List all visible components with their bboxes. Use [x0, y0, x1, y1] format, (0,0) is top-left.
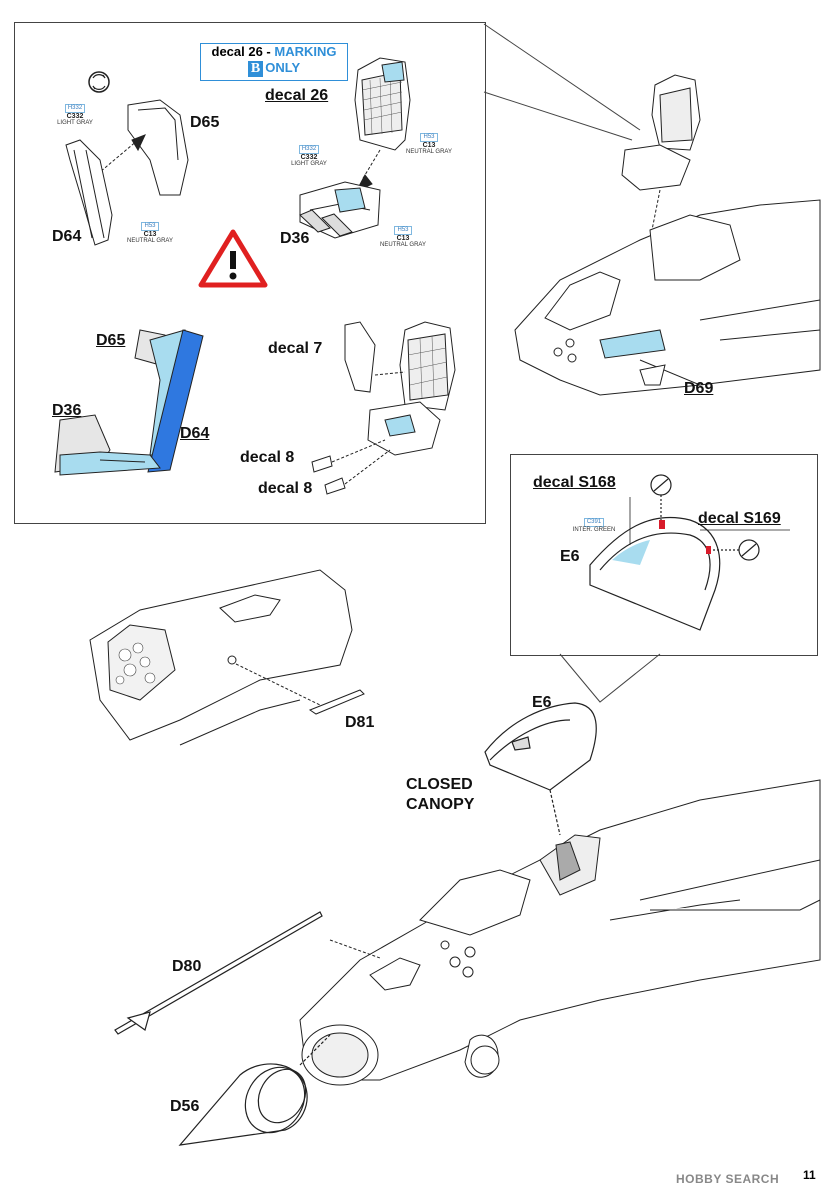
- paint-callout: C391 INTER. GREEN: [572, 518, 616, 533]
- rotate-icon: [88, 71, 110, 93]
- label-decal-7: decal 7: [268, 340, 323, 357]
- label-decal-8b: decal 8: [258, 480, 313, 497]
- label-d64-top: D64: [52, 228, 82, 245]
- label-d36-top: D36: [280, 230, 310, 247]
- seat-cross-section: [54, 329, 204, 476]
- notice-marking-text: MARKING: [274, 44, 337, 59]
- label-decal-26: decal 26: [265, 87, 329, 104]
- label-d56: D56: [170, 1098, 200, 1115]
- label-d81: D81: [345, 714, 375, 731]
- warning-icon: [198, 229, 268, 288]
- notice-only-text: ONLY: [265, 60, 301, 75]
- label-d80: D80: [172, 958, 202, 975]
- paint-callout: H332 C332 LIGHT GRAY: [57, 104, 93, 126]
- pitot-probe-part: [114, 911, 323, 1035]
- label-e6-main: E6: [532, 694, 552, 711]
- nose-cone-part: [178, 1034, 331, 1146]
- seat-assembly-decals: [311, 321, 456, 495]
- fuselage-nose-section: [89, 569, 365, 746]
- label-e6-inset: E6: [560, 548, 580, 565]
- page-number: 11: [803, 1168, 816, 1182]
- paint-callout: H53 C13 NEUTRAL GRAY: [379, 226, 426, 248]
- canopy-part-main: [484, 702, 597, 836]
- cockpit-section-top: [514, 74, 821, 396]
- label-decal-s169: decal S169: [698, 510, 781, 527]
- paint-callout: H332 C332 LIGHT GRAY: [291, 145, 327, 167]
- label-d36-diagram: D36: [52, 402, 82, 419]
- seat-backrest-part: [99, 99, 189, 196]
- paint-callout: H53 C13 NEUTRAL GRAY: [126, 222, 173, 244]
- label-decal-s168: decal S168: [533, 474, 616, 491]
- seat-with-cushion: [299, 57, 411, 239]
- notice-decal-text: decal 26 -: [211, 44, 275, 59]
- label-d64-diagram: D64: [180, 425, 210, 442]
- sanding-icon: [738, 539, 760, 561]
- label-d65-top: D65: [190, 114, 220, 131]
- label-d69: D69: [684, 380, 714, 397]
- canopy-part-inset: [589, 474, 790, 631]
- aircraft-fuselage-main: [299, 779, 821, 1086]
- label-d65-diagram: D65: [96, 332, 126, 349]
- watermark: HOBBY SEARCH: [676, 1172, 780, 1186]
- paint-callout: H53 C13 NEUTRAL GRAY: [405, 133, 452, 155]
- label-decal-8a: decal 8: [240, 449, 295, 466]
- label-closed-canopy-2: CANOPY: [406, 796, 475, 813]
- ejection-rail-part: [65, 139, 113, 246]
- sanding-icon: [650, 474, 672, 496]
- marking-badge: B: [247, 61, 264, 77]
- label-closed-canopy-1: CLOSED: [406, 776, 473, 793]
